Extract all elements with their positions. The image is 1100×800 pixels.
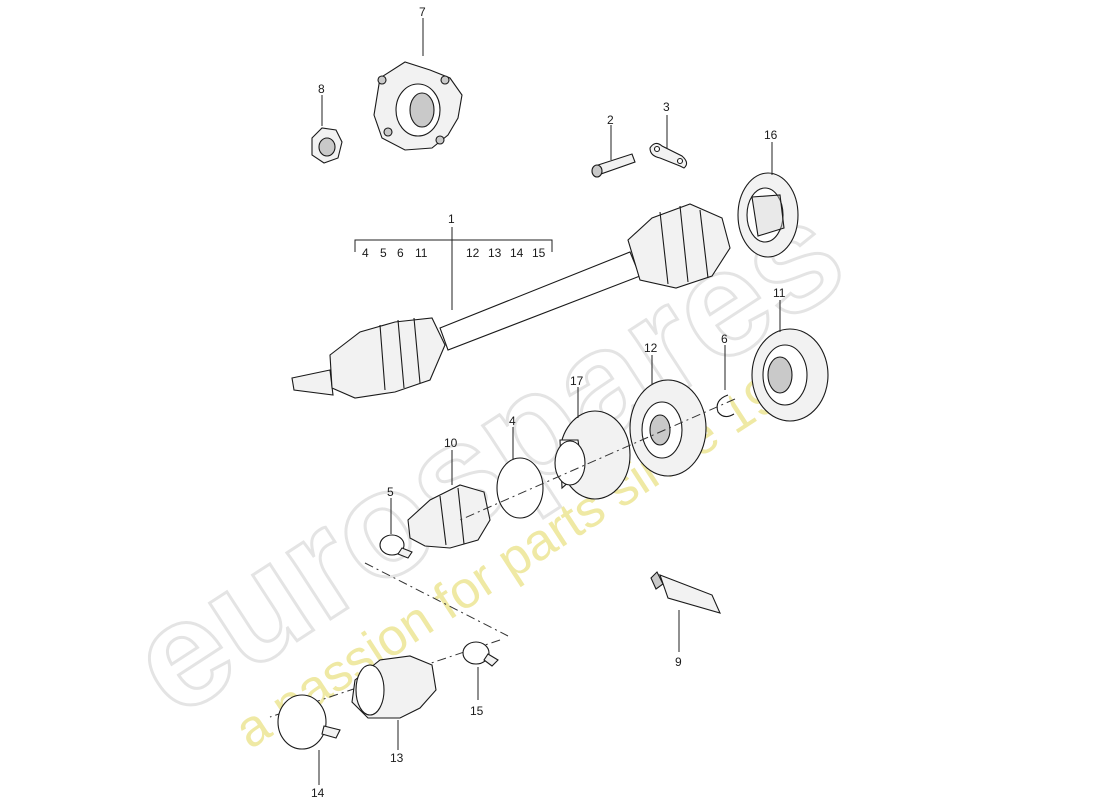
callout-12[interactable]: 12 [644, 341, 658, 355]
boot-part[interactable] [407, 484, 491, 549]
small-clamp-part[interactable] [379, 534, 413, 559]
bracket-label-4[interactable]: 4 [362, 246, 369, 260]
collar-nut-part[interactable] [311, 127, 343, 164]
lock-plate-part[interactable] [649, 142, 688, 169]
callout-9[interactable]: 9 [675, 655, 682, 669]
watermark: eurospares a passion for parts since 198… [99, 164, 872, 760]
callout-4[interactable]: 4 [509, 414, 516, 428]
bracket-label-5[interactable]: 5 [380, 246, 387, 260]
callout-10[interactable]: 10 [444, 436, 458, 450]
callout-6[interactable]: 6 [721, 332, 728, 346]
callout-14[interactable]: 14 [311, 786, 325, 800]
boot-clamp-part[interactable] [462, 641, 499, 667]
bolt-part[interactable] [591, 153, 636, 178]
drive-flange-part[interactable] [373, 61, 463, 151]
callout-11[interactable]: 11 [773, 286, 786, 300]
bracket-label-11[interactable]: 11 [415, 246, 428, 260]
callout-15[interactable]: 15 [470, 704, 484, 718]
callout-1[interactable]: 1 [448, 212, 455, 226]
circlip-part[interactable] [716, 394, 735, 418]
grease-tube-part[interactable] [650, 571, 721, 614]
callout-5[interactable]: 5 [387, 485, 394, 499]
joint-hub-part[interactable] [629, 379, 707, 477]
bracket-label-12[interactable]: 12 [466, 246, 480, 260]
callout-13[interactable]: 13 [390, 751, 404, 765]
bracket-label-15[interactable]: 15 [532, 246, 546, 260]
callout-3[interactable]: 3 [663, 100, 670, 114]
housing-cap-part[interactable] [554, 410, 631, 500]
bracket-labels: 4 5 6 11 12 13 14 15 [362, 246, 546, 260]
clamp-ring-part[interactable] [496, 457, 544, 519]
seal-ring-part[interactable] [737, 172, 799, 258]
assembly-bracket [354, 239, 553, 252]
outer-joint-part[interactable] [751, 328, 829, 422]
large-clamp-part[interactable] [277, 694, 341, 750]
bracket-label-13[interactable]: 13 [488, 246, 502, 260]
bracket-label-6[interactable]: 6 [397, 246, 404, 260]
callout-8[interactable]: 8 [318, 82, 325, 96]
callout-7[interactable]: 7 [419, 5, 426, 19]
bracket-label-14[interactable]: 14 [510, 246, 524, 260]
callout-17[interactable]: 17 [570, 374, 584, 388]
drive-shaft-part[interactable] [291, 203, 731, 399]
callout-16[interactable]: 16 [764, 128, 778, 142]
callout-2[interactable]: 2 [607, 113, 614, 127]
joint-boot-part[interactable] [351, 655, 437, 719]
